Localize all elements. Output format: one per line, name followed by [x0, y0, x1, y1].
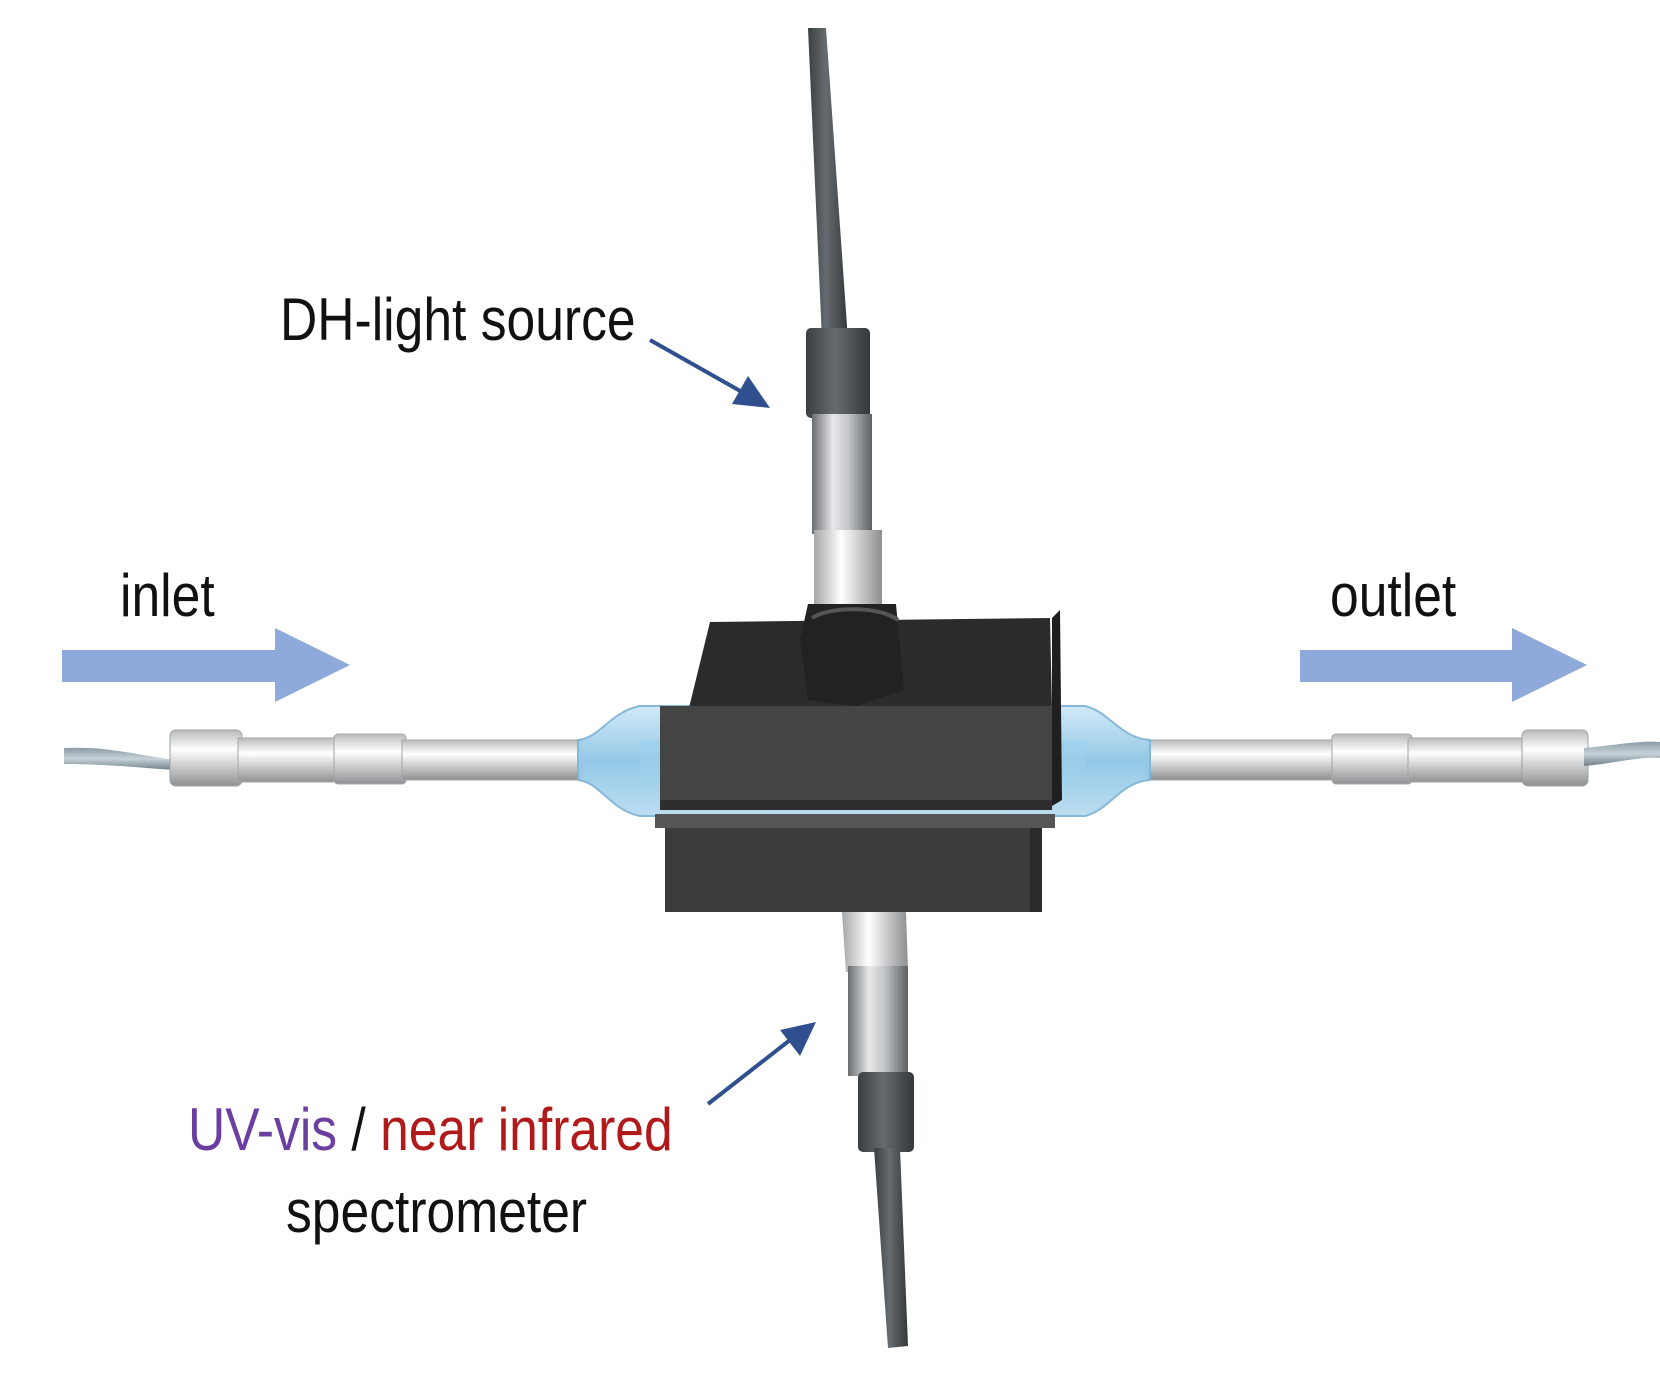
- lower-holder-block: [655, 814, 1055, 912]
- light-source-label: DH-light source: [280, 286, 636, 353]
- spectrometer-label: spectrometer: [286, 1178, 588, 1245]
- label-separator: /: [337, 1096, 381, 1163]
- inlet-flow-arrow: [62, 628, 350, 702]
- inlet-label: inlet: [120, 562, 215, 629]
- spectrometer-pointer-arrow: [706, 1022, 816, 1106]
- outlet-label: outlet: [1330, 562, 1457, 629]
- spectrometer-type-label: UV-vis / near infrared: [188, 1100, 673, 1160]
- light-source-fiber: [800, 28, 904, 706]
- spectrometer-fiber: [842, 912, 914, 1348]
- near-infrared-label: near infrared: [380, 1096, 673, 1163]
- light-source-pointer-arrow: [649, 338, 770, 408]
- uv-vis-label: UV-vis: [188, 1096, 338, 1163]
- inlet-tubing: [64, 729, 583, 787]
- outlet-flow-arrow: [1300, 628, 1587, 702]
- outlet-tubing: [1145, 729, 1660, 787]
